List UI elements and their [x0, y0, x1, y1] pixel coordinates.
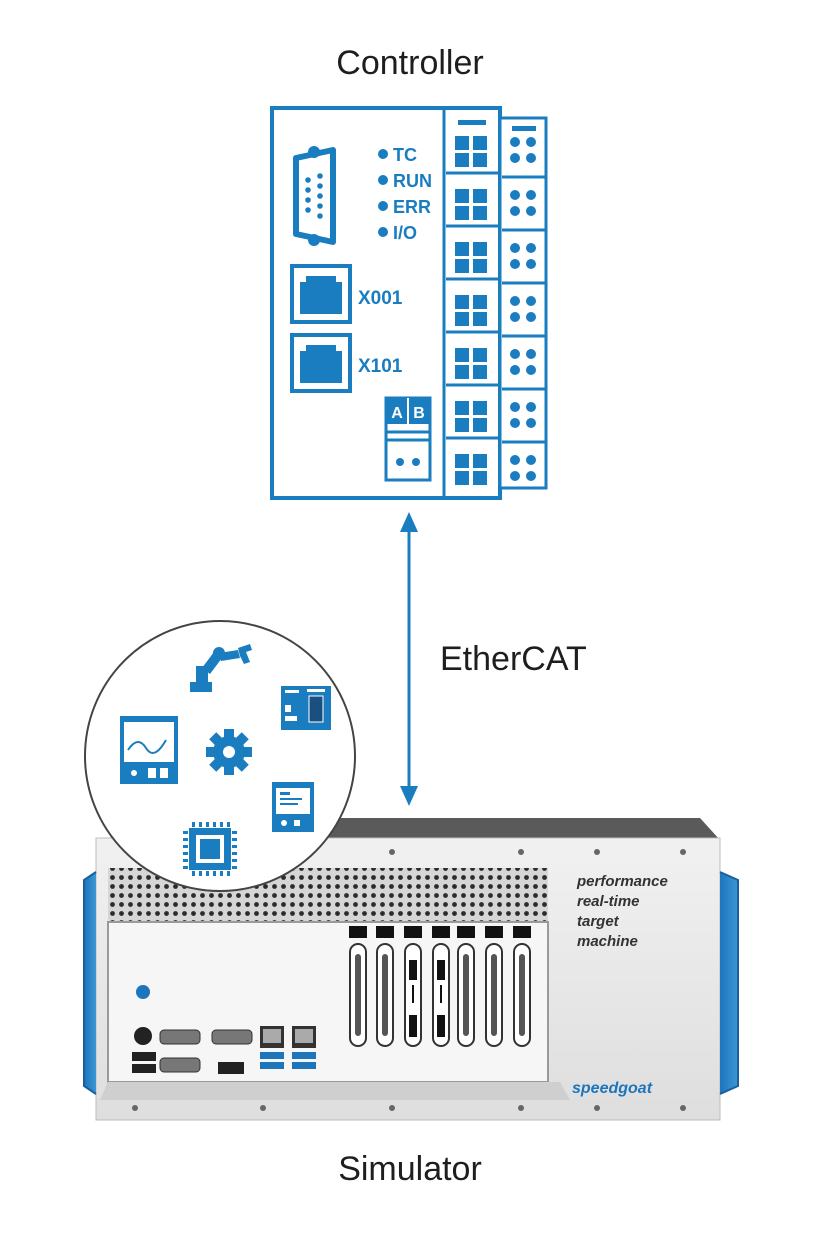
terminal-block	[446, 224, 498, 273]
terminal-block	[502, 228, 545, 269]
terminal-block	[502, 175, 545, 216]
io-slot	[457, 926, 475, 1047]
ethernet-port-x001	[290, 264, 352, 324]
led-err	[378, 201, 388, 211]
robot-arm-icon	[190, 644, 252, 692]
terminal-block	[446, 383, 498, 432]
terminal-label-a: A	[391, 405, 403, 422]
led-label-run: RUN	[393, 171, 432, 191]
terminal-block	[446, 171, 498, 220]
led-io	[378, 227, 388, 237]
application-bubble	[84, 620, 356, 892]
led-tc	[378, 149, 388, 159]
chip-icon	[183, 822, 237, 876]
io-slot	[404, 926, 422, 1047]
terminal-block	[502, 440, 545, 481]
terminal-block	[446, 277, 498, 326]
terminal-blocks-left	[446, 120, 498, 485]
io-slot	[376, 926, 394, 1047]
io-slot	[513, 926, 531, 1047]
ab-terminal: A B	[384, 396, 432, 482]
front-text-target: target	[577, 913, 620, 930]
terminal-label-b: B	[413, 405, 425, 422]
ethercat-arrow	[400, 512, 418, 806]
io-slot	[432, 926, 450, 1047]
brand-logo: speedgoat	[572, 1080, 653, 1097]
led-label-err: ERR	[393, 197, 431, 217]
led-run	[378, 175, 388, 185]
io-slot	[485, 926, 503, 1047]
terminal-column	[498, 116, 548, 490]
front-text-machine: machine	[577, 933, 638, 950]
controller-title: Controller	[336, 44, 484, 82]
io-slot	[349, 926, 367, 1047]
ethercat-label: EtherCAT	[440, 640, 587, 678]
led-label-tc: TC	[393, 145, 417, 165]
ethernet-port-x101	[290, 333, 352, 393]
terminal-block	[455, 136, 487, 167]
terminal-block	[446, 330, 498, 379]
terminal-block	[502, 387, 545, 428]
power-led	[136, 985, 150, 999]
front-text-performance: performance	[576, 873, 668, 890]
led-label-io: I/O	[393, 223, 417, 243]
serial-port-icon	[293, 146, 336, 246]
monitor-chart-icon	[120, 716, 178, 784]
port-label-x101: X101	[358, 356, 403, 377]
terminal-block	[502, 334, 545, 375]
simulator-title: Simulator	[338, 1150, 482, 1188]
io-module-icon	[281, 686, 331, 730]
port-label-x001: X001	[358, 288, 403, 309]
device-panel-icon	[272, 782, 314, 832]
front-text-realtime: real-time	[577, 893, 640, 910]
terminal-block	[502, 281, 545, 322]
controller-device: TC RUN ERR I/O X001 X101 A B	[270, 106, 548, 500]
io-slots	[349, 926, 531, 1047]
terminal-block	[446, 436, 498, 485]
terminal-blocks-right	[502, 126, 545, 481]
terminal-block	[510, 137, 536, 163]
gear-icon	[206, 729, 252, 775]
